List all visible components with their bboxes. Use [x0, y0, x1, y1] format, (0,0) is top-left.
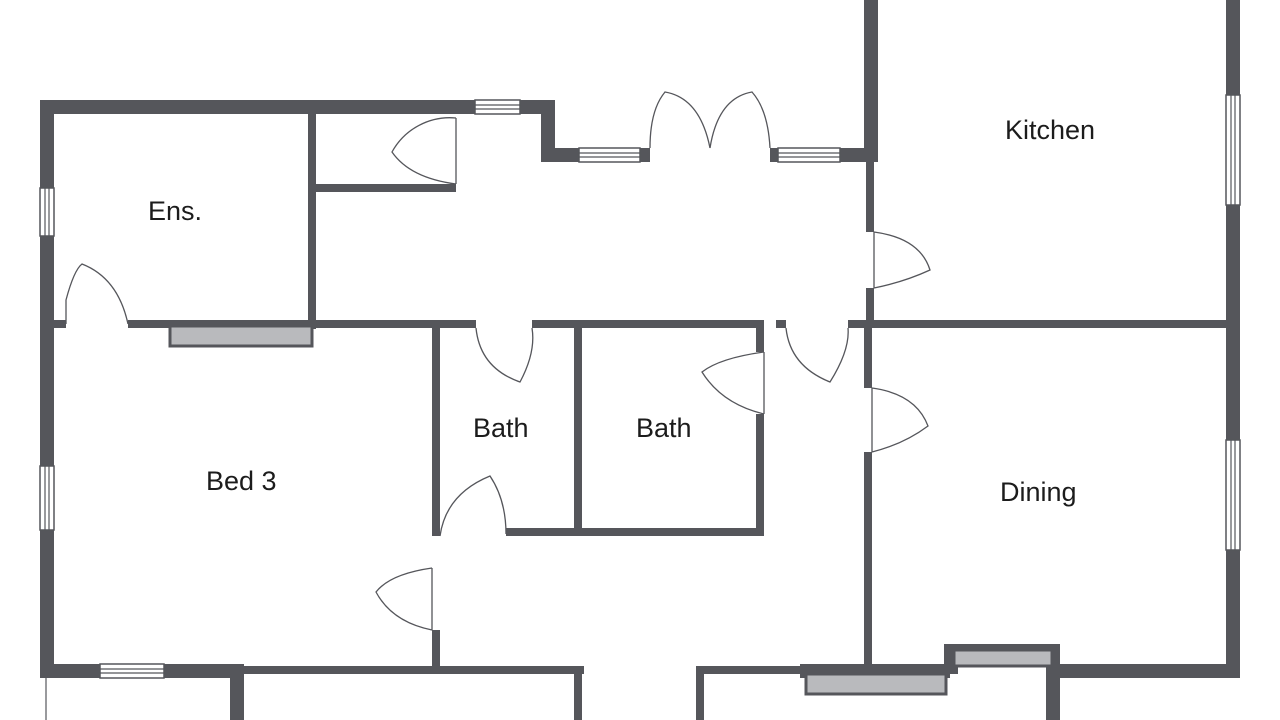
door-dining	[871, 387, 929, 453]
door-hall-cupboard	[785, 327, 849, 383]
wall-right-top	[1226, 0, 1240, 95]
room-labels: Kitchen Ens. Bath Bath Bed 3 Dining	[148, 115, 1095, 507]
wall-bed3-right-top	[432, 328, 440, 536]
door-french-right	[709, 91, 771, 149]
windows	[39, 94, 1241, 720]
wall-mid-left	[54, 320, 66, 328]
wall-mid-a	[128, 320, 476, 328]
door-bath-right	[701, 351, 765, 415]
room-label-bath-left: Bath	[473, 413, 529, 443]
window-right-kitchen	[1225, 94, 1241, 206]
wall-kitchen-left-lower2	[866, 288, 874, 328]
walls	[40, 0, 1240, 720]
wall-top-hall-mid	[640, 148, 650, 162]
door-cupboard	[391, 117, 457, 185]
wall-kitchen-left-lower	[866, 162, 874, 232]
wall-bed3-right-bottom	[432, 630, 440, 666]
wall-dining-left-top	[864, 328, 872, 388]
window-bottom-bed3	[99, 663, 165, 679]
room-label-bath-right: Bath	[636, 413, 692, 443]
wall-top-hall-joint	[770, 148, 778, 162]
door-kitchen	[873, 231, 931, 289]
wall-left-mid	[40, 236, 54, 466]
door-ensuite	[65, 263, 129, 325]
wall-bottom-centre	[244, 666, 584, 674]
wall-bottom-centre-stub	[574, 666, 582, 720]
wall-bath-bottom	[506, 528, 764, 536]
fitting-dining-unit-right	[952, 648, 1054, 668]
door-bath-lower	[439, 475, 507, 537]
doors	[65, 91, 931, 631]
window-top-hall-left	[578, 147, 641, 163]
fitting-ensuite-radiator	[168, 324, 314, 348]
wall-left-top	[40, 100, 54, 188]
room-label-kitchen: Kitchen	[1005, 115, 1095, 145]
door-french-left	[649, 91, 711, 149]
wall-bottom-right-stub	[696, 666, 704, 720]
room-label-ensuite: Ens.	[148, 196, 202, 226]
window-left-bed3	[39, 465, 55, 531]
wall-step-horizontal	[541, 148, 579, 162]
wall-bottom-right-a	[696, 666, 806, 674]
room-label-bed3: Bed 3	[206, 466, 277, 496]
wall-bottom-left-stub	[230, 664, 244, 720]
wall-kitchen-left-top	[864, 0, 878, 162]
wall-bath-divider	[574, 328, 582, 534]
window-right-dining	[1225, 439, 1241, 551]
door-bed3	[375, 567, 433, 631]
wall-dining-left-bottom	[864, 452, 872, 666]
window-top-ensuite	[474, 99, 521, 115]
wall-bath2-right-bottom	[756, 414, 764, 534]
wall-step-vertical	[541, 100, 555, 162]
wall-mid-c	[776, 320, 786, 328]
wall-right-bottom	[1226, 550, 1240, 678]
fitting-dining-unit-left	[804, 672, 948, 696]
wall-left-bottom	[40, 530, 54, 678]
wall-bottom-left	[40, 664, 100, 678]
wall-bottom-left2	[164, 664, 244, 678]
wall-bath2-right-top	[756, 328, 764, 352]
wall-right-mid	[1226, 205, 1240, 440]
wall-cupboard-bottom	[316, 184, 456, 192]
wall-ensuite-right	[308, 114, 316, 329]
door-bath-left	[475, 327, 534, 383]
wall-mid-b	[532, 320, 764, 328]
window-top-hall-right	[777, 147, 841, 163]
wall-top-left	[40, 100, 475, 114]
wall-bottom-right-f	[1046, 664, 1240, 678]
window-left-ensuite	[39, 187, 55, 237]
wall-mid-d	[848, 320, 1228, 328]
fittings	[168, 324, 1054, 696]
room-label-dining: Dining	[1000, 477, 1077, 507]
